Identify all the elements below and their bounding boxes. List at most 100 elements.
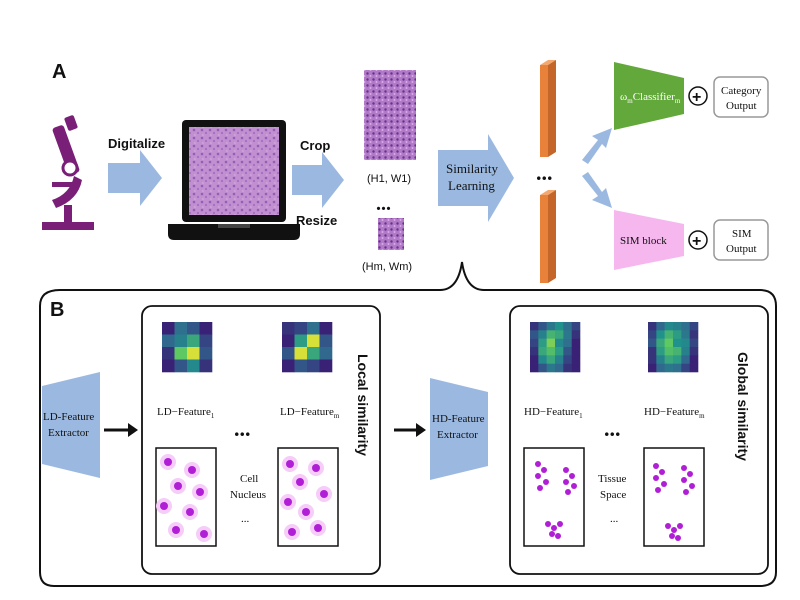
patch-small <box>378 218 404 250</box>
cell-label-line1: Cell <box>240 473 258 485</box>
heatmap-cell <box>656 322 665 331</box>
nucleus-dot <box>286 460 294 468</box>
heatmap-cell <box>673 363 682 373</box>
heatmap-cell <box>530 330 539 339</box>
heatmap-cell <box>656 355 665 364</box>
branch-arrow-up <box>582 128 612 164</box>
heatmap-cell <box>664 347 674 356</box>
heatmap-cell <box>563 363 572 373</box>
tissue-space-dots-m <box>653 463 695 541</box>
heatmap-hd-feature-1 <box>530 322 581 373</box>
nucleus-dot <box>557 521 563 527</box>
heatmap-cell <box>538 355 547 364</box>
nucleus-dot <box>563 479 569 485</box>
heatmap-cell <box>546 322 556 331</box>
heatmap-cell <box>199 359 213 373</box>
nucleus-dot <box>537 485 543 491</box>
heatmap-cell <box>546 363 556 373</box>
nucleus-dot <box>296 478 304 486</box>
heatmap-ld-feature-m <box>282 322 333 373</box>
hd-feature-extractor <box>430 378 488 480</box>
heatmap-cell <box>571 347 581 356</box>
nucleus-dot <box>565 489 571 495</box>
heatmap-cell <box>538 330 547 339</box>
heatmap-cell <box>199 334 213 348</box>
heatmap-cell <box>282 347 295 360</box>
nucleus-dot <box>687 471 693 477</box>
nucleus-dot <box>541 467 547 473</box>
heatmap-cell <box>307 322 320 335</box>
panel-b-label: B <box>50 299 64 321</box>
heatmap-cell <box>563 322 572 331</box>
heatmap-cell <box>648 330 657 339</box>
nucleus-dot <box>174 482 182 490</box>
heatmap-cell <box>307 334 320 348</box>
heatmap-cell <box>656 347 665 356</box>
heatmap-cell <box>162 359 175 373</box>
heatmap-cell <box>656 338 665 348</box>
heatmap-cell <box>174 347 188 360</box>
nucleus-dot <box>314 524 322 532</box>
tissue-label-line3: ... <box>610 513 619 525</box>
resize-label: Resize <box>296 213 337 228</box>
sim-output-line2: Output <box>726 243 757 255</box>
nucleus-dot <box>659 469 665 475</box>
nucleus-dot <box>569 473 575 479</box>
panel-a-label: A <box>52 61 66 83</box>
heatmap-cell <box>555 330 564 339</box>
heatmap-cell <box>571 330 581 339</box>
heatmap-cell <box>673 338 682 348</box>
heatmap-cell <box>546 330 556 339</box>
nucleus-dot <box>551 525 557 531</box>
heatmap-cell <box>319 322 333 335</box>
heatmap-cell <box>282 322 295 335</box>
nucleus-dot <box>164 458 172 466</box>
heatmap-cell <box>664 338 674 348</box>
nucleus-dot <box>669 533 675 539</box>
heatmap-cell <box>648 355 657 364</box>
heatmap-cell <box>664 363 674 373</box>
heatmap-hd-feature-m <box>648 322 699 373</box>
heatmap-cell <box>689 330 699 339</box>
heatmap-cell <box>162 334 175 348</box>
nucleus-dot <box>681 477 687 483</box>
heatmap-cell <box>199 322 213 335</box>
branch-arrow-down <box>582 172 612 208</box>
heatmap-cell <box>555 363 564 373</box>
nucleus-dot <box>563 467 569 473</box>
category-output-line2: Output <box>726 100 757 112</box>
heatmap-cell <box>319 334 333 348</box>
patch-large <box>364 70 416 160</box>
heatmap-cell <box>187 334 200 348</box>
cell-nucleus-dots-1 <box>156 454 212 542</box>
heatmap-cell <box>673 347 682 356</box>
heatmap-cell <box>673 322 682 331</box>
nucleus-dot <box>683 489 689 495</box>
heatmap-cell <box>681 322 690 331</box>
category-output-line1: Category <box>721 85 762 97</box>
heatmap-cell <box>538 347 547 356</box>
nucleus-dot <box>200 530 208 538</box>
heatmap-cell <box>648 322 657 331</box>
heatmap-cell <box>648 363 657 373</box>
feature-bar-bottom <box>540 190 556 283</box>
heatmap-cell <box>689 347 699 356</box>
patch-top-label: (H1, W1) <box>367 173 411 185</box>
tissue-label-line2: Space <box>600 489 626 501</box>
heatmap-cell <box>319 347 333 360</box>
heatmap-cell <box>282 334 295 348</box>
sim-block-label: SIM block <box>620 235 667 247</box>
tissue-space-dots-1 <box>535 461 577 539</box>
heatmap-cell <box>187 322 200 335</box>
hd-arrow-head <box>416 423 426 437</box>
nucleus-dot <box>188 466 196 474</box>
similarity-learning-line1: Similarity <box>446 161 499 176</box>
heatmap-cell <box>294 347 308 360</box>
nucleus-dot <box>186 508 194 516</box>
digitalize-arrow <box>108 150 162 206</box>
category-output-box <box>713 76 769 118</box>
feature-bar-top <box>540 60 556 157</box>
nucleus-dot <box>535 461 541 467</box>
heatmap-cell <box>689 363 699 373</box>
